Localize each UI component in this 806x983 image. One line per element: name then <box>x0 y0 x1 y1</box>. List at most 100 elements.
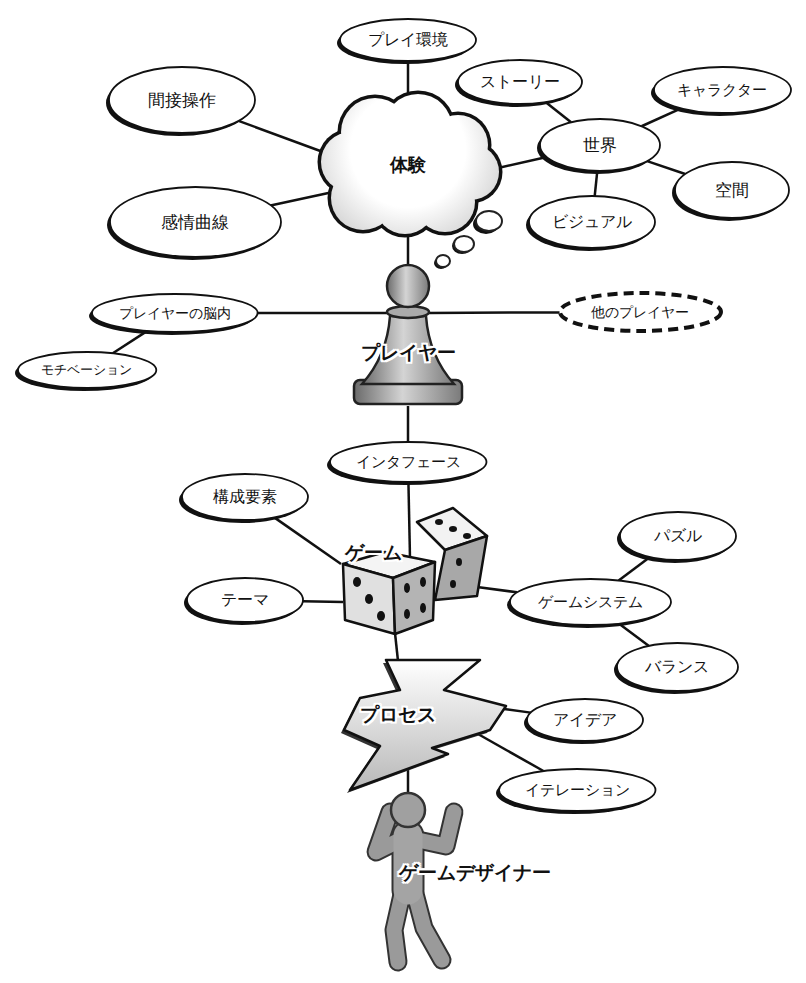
concept-ellipse: プレイヤーの脳内 <box>90 292 260 334</box>
pawn-head <box>387 265 429 307</box>
node-outline <box>350 262 466 408</box>
connector-line <box>113 331 148 353</box>
ellipse-outline <box>92 294 258 332</box>
node-label: ゲームシステム <box>538 593 643 611</box>
connector-line <box>395 633 398 661</box>
connector-line <box>477 587 517 592</box>
connector-line <box>498 157 547 168</box>
dashed-ellipse: 他のプレイヤー <box>558 291 723 333</box>
figure-limb <box>414 890 442 960</box>
ellipse-outline <box>182 474 308 520</box>
connector-line <box>428 311 560 314</box>
concept-ellipse: インタフェース <box>328 440 489 484</box>
connector-line <box>407 406 410 442</box>
ellipse-outline <box>527 699 643 741</box>
ellipse-outline <box>187 578 303 622</box>
connector-line <box>504 709 531 713</box>
game-dice: ゲーム <box>335 502 495 637</box>
ellipse-outline <box>340 19 476 61</box>
connector-line <box>407 769 410 793</box>
cloud-fill <box>363 123 453 213</box>
node-label: 間接操作 <box>148 90 216 110</box>
node-label: 他のプレイヤー <box>591 304 689 321</box>
connector-line <box>478 734 543 771</box>
connector-line <box>407 233 410 264</box>
thought-bubble <box>454 236 474 252</box>
node-outline <box>335 502 495 637</box>
node-label: 空間 <box>715 180 749 200</box>
thought-bubble <box>436 255 450 267</box>
node-label: モチベーション <box>41 362 132 378</box>
connector-line <box>271 192 333 206</box>
dashed-outline <box>560 293 721 331</box>
concept-ellipse: モチベーション <box>16 350 158 390</box>
ellipse-outline <box>675 162 789 218</box>
node-label: ストーリー <box>480 72 560 91</box>
node-label: プロセス <box>360 703 436 726</box>
connector-line <box>407 61 410 96</box>
node-label: インタフェース <box>356 453 461 471</box>
die-face <box>393 562 435 634</box>
connector-line <box>239 121 323 152</box>
ellipse-outline <box>540 119 660 171</box>
die-pip <box>456 558 462 566</box>
process-bolt: プロセス <box>340 660 508 790</box>
ellipse-outline <box>654 67 791 113</box>
die-pip <box>449 526 457 532</box>
ellipse-outline <box>510 579 671 625</box>
die-pip <box>463 533 471 539</box>
node-label: キャラクター <box>677 81 767 99</box>
node-outline <box>340 660 508 790</box>
node-label: プレイ環境 <box>368 30 448 49</box>
ellipse-outline <box>458 60 582 104</box>
connector-line <box>619 623 649 645</box>
ellipse-outline <box>617 643 738 691</box>
die-pip <box>404 609 410 619</box>
concept-ellipse: イテレーション <box>497 767 658 813</box>
node-label: プレイヤーの脳内 <box>119 305 231 322</box>
player-pawn: プレイヤー <box>350 262 466 408</box>
connector-line <box>274 517 341 564</box>
concept-ellipse: ビジュアル <box>527 194 657 250</box>
die-face <box>435 536 487 600</box>
connector-line <box>545 102 571 122</box>
node-label: 体験 <box>390 154 426 176</box>
figure-limb-edge <box>414 890 442 960</box>
node-label: パズル <box>654 526 702 545</box>
concept-ellipse: 空間 <box>673 160 791 220</box>
die-pip <box>353 577 361 587</box>
connector-line <box>595 171 598 196</box>
concept-ellipse: バランス <box>615 641 740 693</box>
bolt-outline <box>344 660 506 790</box>
concept-ellipse: キャラクター <box>652 65 793 115</box>
concept-ellipse: プレイ環境 <box>338 17 478 63</box>
node-label: イテレーション <box>525 781 630 799</box>
concept-ellipse: パズル <box>618 510 738 562</box>
die-pip <box>365 594 373 604</box>
die-pip <box>435 519 443 525</box>
connector-line <box>408 482 410 558</box>
connector-line <box>619 557 650 580</box>
concept-ellipse: 世界 <box>538 117 662 173</box>
die-pip <box>377 611 385 621</box>
connector-line <box>258 312 388 315</box>
concept-ellipse: 構成要素 <box>180 472 310 522</box>
node-label: ゲームデザイナー <box>399 861 551 884</box>
node-label: 感情曲線 <box>161 212 229 232</box>
ellipse-outline <box>529 196 655 248</box>
die-pip <box>420 577 426 587</box>
concept-ellipse: ゲームシステム <box>508 577 673 627</box>
concept-ellipse: ストーリー <box>456 58 584 106</box>
concept-ellipse: 間接操作 <box>107 65 257 135</box>
node-label: ビジュアル <box>552 212 632 231</box>
concept-ellipse: アイデア <box>525 697 645 743</box>
ellipse-outline <box>499 769 656 811</box>
node-label: ゲーム <box>345 541 402 564</box>
connector-line <box>642 108 682 126</box>
node-label: アイデア <box>553 710 617 729</box>
concept-ellipse: テーマ <box>185 576 305 624</box>
figure-head <box>391 793 425 827</box>
die-pip <box>450 580 456 588</box>
ellipse-outline <box>18 352 156 388</box>
